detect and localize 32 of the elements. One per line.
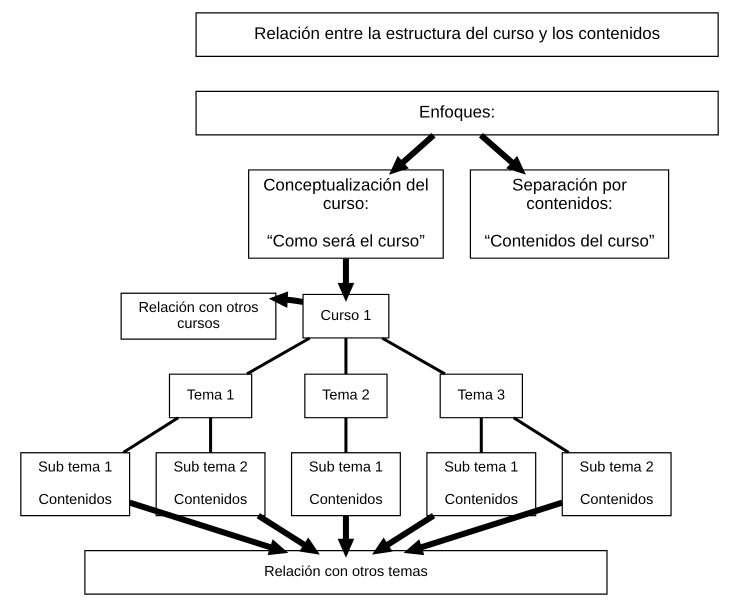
connector [122,416,178,454]
node-box: Separación por contenidos: “Contenidos del curso” [469,169,669,259]
arrow [256,513,320,555]
node-box: Sub tema 2 Contenidos [561,452,672,516]
node-box: Tema 3 [439,374,522,418]
node-box: Tema 1 [168,374,252,418]
arrow [337,516,354,558]
node-box: Relación entre la estructura del curso y los contenidos [194,12,718,57]
arrow [388,132,436,175]
connector [512,416,569,454]
arrow [372,513,435,555]
arrow [403,500,563,556]
arrow [337,258,354,302]
arrow [268,291,303,308]
node-box: Sub tema 2 Contenidos [155,452,266,516]
node-box: Relación con otros temas [84,550,608,595]
node-box: Enfoques: [194,90,718,136]
node-box: Tema 2 [304,374,388,418]
node-box: Relación con otros cursos [120,292,276,340]
node-box: Curso 1 [302,294,389,339]
connector [344,338,347,374]
connector [246,336,310,376]
node-box: Conceptualización del curso: “Como será el curso” [248,169,444,259]
arrow [478,132,526,175]
connector [208,418,212,453]
node-box: Sub tema 1 Contenidos [426,452,536,516]
connector [479,418,482,453]
node-box: Sub tema 1 Contenidos [290,452,400,516]
node-box: Sub tema 1 Contenidos [20,452,130,516]
arrow [128,500,288,556]
connector [344,418,347,453]
connector [380,336,446,376]
